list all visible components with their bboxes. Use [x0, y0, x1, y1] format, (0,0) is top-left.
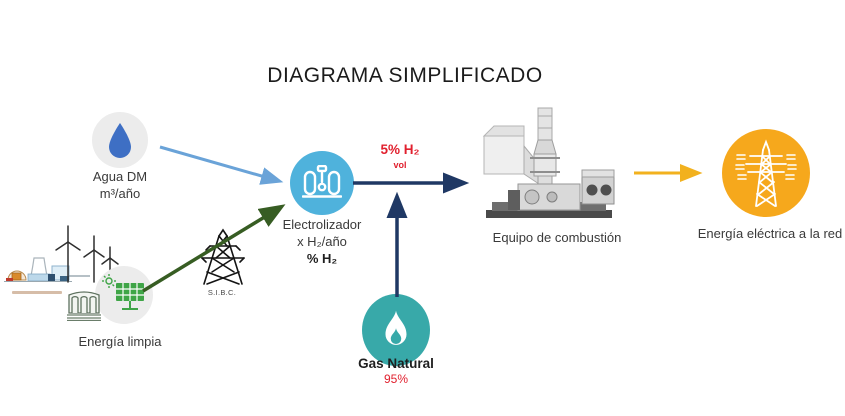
h2-flow-sublabel: vol — [393, 160, 407, 170]
electrolizador-label-line2: x H₂/año — [297, 234, 347, 249]
electrolizador-node — [290, 151, 354, 215]
agua-label-line1: Agua DM — [92, 169, 148, 184]
plant-caption-blur — [12, 291, 62, 294]
combustion-label: Equipo de combustión — [492, 230, 622, 245]
agua-label-line2: m³/año — [99, 186, 141, 201]
electrolizador-label: Electrolizador x H₂/año % H₂ — [270, 216, 374, 267]
energia-limpia-label: Energía limpia — [78, 334, 162, 349]
h2-flow-label: 5% H₂ — [380, 142, 420, 157]
hydro-dam-icon — [67, 291, 101, 321]
gas-natural-label: Gas Natural — [358, 356, 434, 371]
transmission-tower-icon — [201, 228, 245, 285]
power-grid-tower-icon — [735, 139, 797, 207]
electrolyzer-icon — [302, 165, 342, 198]
water-drop-icon — [109, 123, 131, 158]
solar-panel-icon — [102, 274, 144, 310]
agua-label: Agua DM m³/año — [68, 168, 172, 202]
electrolizador-label-line1: Electrolizador — [282, 217, 362, 232]
sibc-label: S.I.B.C. — [207, 288, 237, 297]
flame-icon — [385, 310, 407, 345]
gas-natural-node — [362, 294, 430, 366]
page-title: DIAGRAMA SIMPLIFICADO — [267, 64, 543, 87]
red-electrica-label: Energía eléctrica a la red — [697, 226, 843, 241]
gas-natural-value: 95% — [383, 372, 409, 386]
solar-node — [95, 266, 153, 324]
wind-turbines-icon — [55, 225, 119, 283]
combustion-equipment-image — [482, 107, 615, 218]
electrolizador-label-line3: % H₂ — [306, 251, 338, 266]
agua-node — [92, 112, 148, 168]
red-electrica-node — [722, 129, 810, 217]
arrow-agua-to-electrolizador — [159, 145, 284, 185]
power-plant-icon — [4, 257, 90, 282]
